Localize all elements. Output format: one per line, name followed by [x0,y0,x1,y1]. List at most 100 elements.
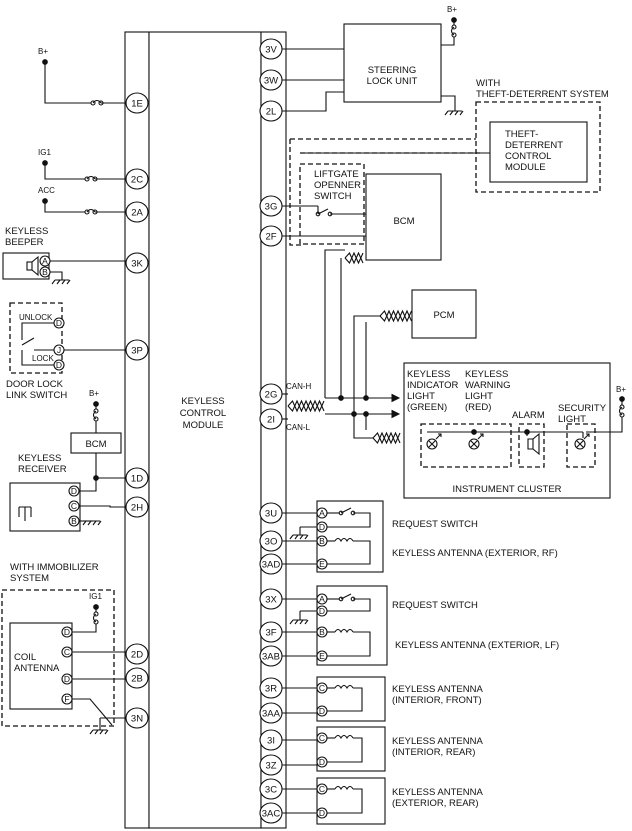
terminal-3r: 3R [259,677,283,699]
theft-deterrent-module-label-line-1: THEFT- [505,129,538,140]
antenna-int-front-label-line-1: KEYLESS ANTENNA [392,684,483,695]
liftgate-group [299,163,365,245]
door-lock-contacts [21,322,54,366]
theft-group-label-line-1: WITH [476,78,500,89]
terminal-3z: 3Z [259,754,283,776]
terminal-3ac: 3AC [259,802,283,824]
theft-deterrent-module [489,121,588,183]
terminal-3f: 3F [259,621,283,643]
bcm-main [365,173,442,261]
terminal-2d: 2D [125,643,149,665]
antenna-lf-coil [334,628,354,634]
terminal-3i: 3I [259,729,283,751]
rs-rf-pin-e-label: E [319,559,325,569]
terminal-3w-label: 3W [264,76,278,87]
terminal-3o-label: 3O [265,537,278,548]
warning-lamp-icon-cross [470,440,478,448]
rs-rf-pin-d-label: D [319,522,325,532]
rs-rf-coil-b [327,540,371,565]
steering-lock-unit [343,23,442,103]
can-h-label: CAN-H [286,382,312,391]
terminal-3g-label: 3G [265,202,278,213]
wire-receiver-2h [79,505,126,508]
terminal-3v-label: 3V [265,45,277,56]
terminal-2c: 2C [125,168,149,190]
alarm-label: ALARM [512,410,545,421]
terminal-3g: 3G [259,195,283,217]
ext-rear-b [327,788,363,814]
keyless-beeper-label-line-2: BEEPER [5,237,44,248]
door-lock-pin-1-label: D [56,318,62,328]
bplus-label-steering: B+ [447,5,457,14]
terminal-3k-label: 3K [131,259,143,270]
keyless-antenna-interior-rear [316,726,386,772]
indicator-light-label-line-3: LIGHT [407,391,435,402]
can-twist-pcm-b [379,309,413,323]
coil-antenna-label-line-2: ANTENNA [14,663,60,674]
int-rear-b [327,737,363,763]
module-ground-3n [89,729,109,735]
theft-deterrent-module-label-line-2: DETERRENT [505,140,563,151]
terminal-2g-label: 2G [265,390,278,401]
request-switch-lf-switch [340,593,352,600]
receiver-pin-c-label: C [71,501,77,511]
door-lock-switch-label-line-1: DOOR LOCK [6,379,64,390]
liftgate-label-line-2: OPENNER [314,180,361,191]
terminal-3ad-label: 3AD [262,560,281,571]
indicator-light-label-line-1: KEYLESS [407,369,450,380]
door-lock-pin-3-label: D [56,360,62,370]
rs-lf-pin-e-label: E [319,651,325,661]
terminal-2b-circle [125,667,149,689]
antenna-ext-rf-label: KEYLESS ANTENNA (EXTERIOR, RF) [392,548,558,559]
wire-steering-ground [441,95,456,111]
module-right-strip [260,31,287,829]
terminal-3k-circle [125,252,149,274]
antenna-ext-lf-label: KEYLESS ANTENNA (EXTERIOR, LF) [395,640,559,651]
bplus-label-receiver: B+ [89,389,99,398]
receiver-1d-dot [93,475,99,481]
int-rear-pin-d-label: D [319,757,325,767]
rs-lf-sw-b [327,598,371,612]
wire-beeper-ground [50,271,63,280]
lock-label: LOCK [32,354,54,363]
beeper-speaker-cone [31,255,39,277]
terminal-2g: 2G [259,383,283,405]
keyless-antenna-exterior-rear [316,777,386,825]
warning-light-label-line-2: WARNING [465,380,511,391]
immobilizer-label-line-2: SYSTEM [10,573,49,584]
terminal-1d: 1D [125,467,149,489]
alarm-dashed-box [518,423,545,468]
wire-ig1-2c-a [44,163,87,180]
terminal-2b-label: 2B [131,674,143,685]
int-rear-pin-c-label: C [319,733,325,743]
terminal-3p-label: 3P [131,346,143,357]
terminal-3i-label: 3I [267,736,275,747]
can-twist-cluster-b [372,431,401,445]
liftgate-switch [317,208,329,215]
recv-fuse [92,410,97,420]
indicator-lamp-icon-ray [435,433,442,440]
warning-lamp-icon-ray [477,433,484,440]
wire-3g-b [317,206,366,215]
security-lamp-icon-ray [583,433,590,440]
cluster-dot-2 [524,429,530,435]
terminal-3u-label: 3U [265,509,277,520]
can-arrow-h [391,393,401,403]
coil-antenna [9,622,73,710]
instrument-cluster-label: INSTRUMENT CLUSTER [452,484,561,495]
terminal-1e-label: 1E [131,99,143,110]
wire-receiver-1d [79,478,97,492]
door-lock-pin-2-label: J [57,345,61,355]
request-switch-rf-label: REQUEST SWITCH [392,519,478,530]
coil-pin-2-label: C [64,647,70,657]
alarm-speaker-icon [527,432,540,456]
module-label-line-3: MODULE [183,420,224,431]
acc-label: ACC [38,186,55,195]
wire-2l [282,91,344,112]
terminal-2f: 2F [259,225,283,247]
terminal-3r-label: 3R [265,684,277,695]
terminal-2h: 2H [125,496,149,518]
steering-lock-label-line-2: LOCK UNIT [367,76,418,87]
theft-group-label-line-2: THEFT-DETERRENT SYSTEM [476,89,609,100]
fuse-2a [86,208,96,213]
